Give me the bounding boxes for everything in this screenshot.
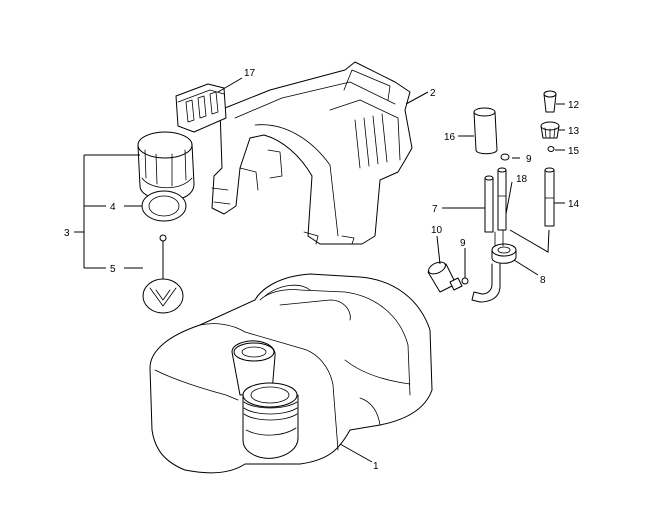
part-filter-10 [427,261,463,293]
label-part-3: 3 [64,228,70,239]
part-gasket-4 [141,190,187,222]
part-strainer-5 [142,234,184,314]
label-part-9-upper: 9 [526,154,532,165]
part-tube-7 [484,175,494,233]
label-part-2: 2 [430,88,436,99]
label-part-10: 10 [431,225,443,236]
label-part-14: 14 [568,199,580,210]
part-sleeve-16 [473,107,498,155]
part-tube-14 [544,167,555,227]
label-part-17: 17 [244,68,256,79]
label-part-13: 13 [568,126,580,137]
label-part-1: 1 [373,461,379,472]
label-part-7: 7 [432,204,438,215]
part-grommet-8 [471,229,517,303]
label-part-9-lower: 9 [460,238,466,249]
label-part-5: 5 [110,264,116,275]
part-fitting-13 [540,121,560,139]
part-oring-15 [547,146,555,152]
callout-labels: 1 2 3 4 5 7 8 9 9 10 12 13 14 15 16 17 1… [64,68,580,472]
part-clip-17 [175,83,227,133]
label-part-18: 18 [516,174,528,185]
label-part-12: 12 [568,100,580,111]
leader-lines [74,77,565,463]
label-part-4: 4 [110,202,116,213]
part-tube-18 [497,167,507,231]
part-shroud-frame [211,61,413,245]
label-part-8: 8 [540,275,546,286]
part-fuel-cap [137,131,195,201]
part-connector-12 [543,90,557,113]
label-part-16: 16 [444,132,456,143]
label-part-15: 15 [568,146,580,157]
part-oring-9-lower [461,277,469,285]
part-fuel-tank [149,273,433,474]
part-oring-9-upper [500,153,510,161]
